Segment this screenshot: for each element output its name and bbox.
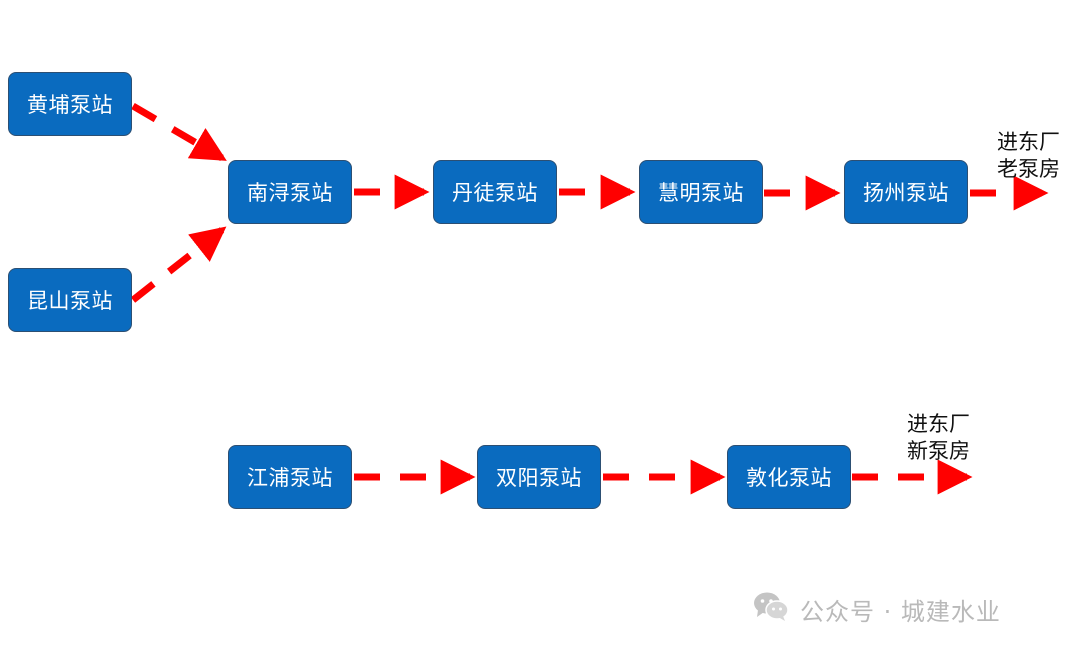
wechat-icon: [752, 590, 800, 628]
node-huiming-pump-station: 慧明泵站: [639, 160, 763, 224]
node-dunhua-pump-station: 敦化泵站: [727, 445, 851, 509]
destination-old-pump-house: 进东厂 老泵房: [997, 129, 1060, 183]
node-nanxun-pump-station: 南浔泵站: [228, 160, 352, 224]
node-shuangyang-pump-station: 双阳泵站: [477, 445, 601, 509]
node-huangpu-pump-station: 黄埔泵站: [8, 72, 132, 136]
destination-old-line2: 老泵房: [997, 157, 1060, 181]
arrow-huangpu-to-nanxun: [131, 102, 227, 162]
node-jiangpu-pump-station: 江浦泵站: [228, 445, 352, 509]
destination-new-line1: 进东厂: [907, 412, 970, 436]
node-yangzhou-pump-station: 扬州泵站: [844, 160, 968, 224]
destination-new-pump-house: 进东厂 新泵房: [907, 411, 970, 465]
destination-old-line1: 进东厂: [997, 130, 1060, 154]
destination-new-line2: 新泵房: [907, 439, 970, 463]
node-dantu-pump-station: 丹徒泵站: [433, 160, 557, 224]
node-kunshan-pump-station: 昆山泵站: [8, 268, 132, 332]
watermark: 公众号 · 城建水业: [752, 590, 1001, 628]
arrow-kunshan-to-nanxun: [130, 226, 227, 303]
watermark-text: 公众号 · 城建水业: [800, 597, 1001, 626]
